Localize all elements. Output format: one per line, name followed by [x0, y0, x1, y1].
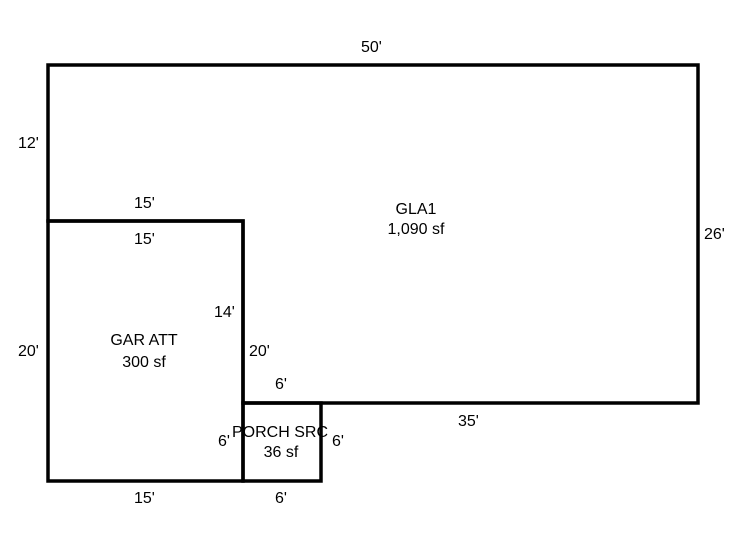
dim-gar-bottom: 15' [134, 490, 155, 507]
dim-gar-right: 20' [249, 343, 270, 360]
dim-gla-bottom: 35' [458, 413, 479, 430]
dim-gla-step-top: 15' [134, 195, 155, 212]
dim-porch-bottom: 6' [275, 490, 287, 507]
dim-gla-top: 50' [361, 39, 382, 56]
porch-area: 36 sf [264, 444, 299, 461]
gla1-name: GLA1 [396, 201, 437, 218]
dim-gar-top: 15' [134, 231, 155, 248]
garage-name: GAR ATT [110, 332, 177, 349]
porch-outline [241, 401, 323, 483]
dim-gla-step-side: 14' [214, 304, 235, 321]
porch-name: PORCH SRC [232, 424, 328, 441]
dim-gar-left: 20' [18, 343, 39, 360]
garage-area: 300 sf [122, 354, 166, 371]
dim-gla-left-upper: 12' [18, 135, 39, 152]
dim-porch-left: 6' [218, 433, 230, 450]
dim-porch-right: 6' [332, 433, 344, 450]
garage-outline [46, 219, 245, 483]
dim-gla-right: 26' [704, 226, 725, 243]
dim-porch-top: 6' [275, 376, 287, 393]
gla1-area: 1,090 sf [388, 221, 445, 238]
